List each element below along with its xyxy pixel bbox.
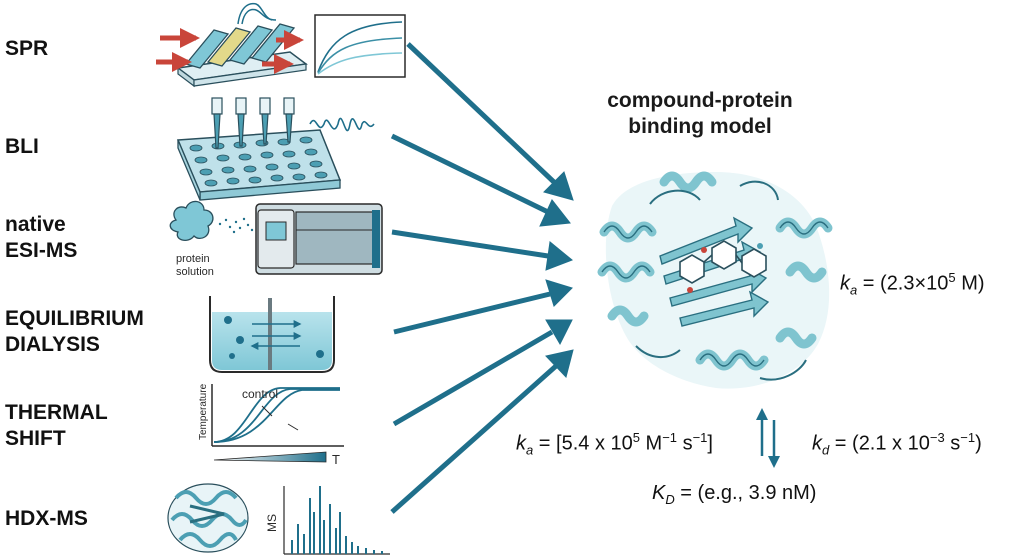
label-bli: BLI bbox=[5, 135, 39, 158]
label-spr: SPR bbox=[5, 37, 49, 60]
esi-inset-label-1: protein bbox=[176, 253, 210, 265]
thermal-ylabel: Temperature bbox=[198, 383, 209, 440]
dialysis-illustration bbox=[209, 296, 335, 373]
converging-arrows bbox=[390, 42, 574, 514]
esi-inset-label-2: solution bbox=[176, 266, 214, 278]
hdx-ylabel: MS bbox=[265, 514, 279, 532]
kD-equation: KD = (e.g., 3.9 nM) bbox=[652, 482, 817, 507]
label-equilibrium-dialysis: EQUILIBRIUM DIALYSIS bbox=[5, 307, 144, 356]
thermal-xlabel: T bbox=[332, 452, 340, 467]
label-hdx-ms: HDX-MS bbox=[5, 507, 88, 530]
hdx-ms-illustration bbox=[167, 483, 390, 555]
thermal-curve-label: control bbox=[242, 387, 278, 401]
ka-rate-equation: ka = [5.4 x 105 M−1 s−1] bbox=[516, 430, 713, 458]
kd-rate-equation: kd = (2.1 x 10−3 s−1) bbox=[812, 430, 982, 458]
esi-ms-illustration bbox=[169, 200, 383, 275]
spr-illustration bbox=[156, 2, 406, 88]
equilibrium-arrows bbox=[756, 408, 780, 468]
label-native-esi-ms: native ESI-MS bbox=[5, 213, 78, 262]
protein-structure bbox=[597, 171, 833, 389]
model-title: compound-protein binding model bbox=[607, 89, 793, 138]
ka-equilibrium-equation: ka = (2.3×105 M) bbox=[840, 270, 985, 298]
bli-illustration bbox=[176, 97, 375, 201]
label-thermal-shift: THERMAL SHIFT bbox=[5, 401, 108, 450]
thermal-shift-illustration bbox=[211, 384, 344, 463]
